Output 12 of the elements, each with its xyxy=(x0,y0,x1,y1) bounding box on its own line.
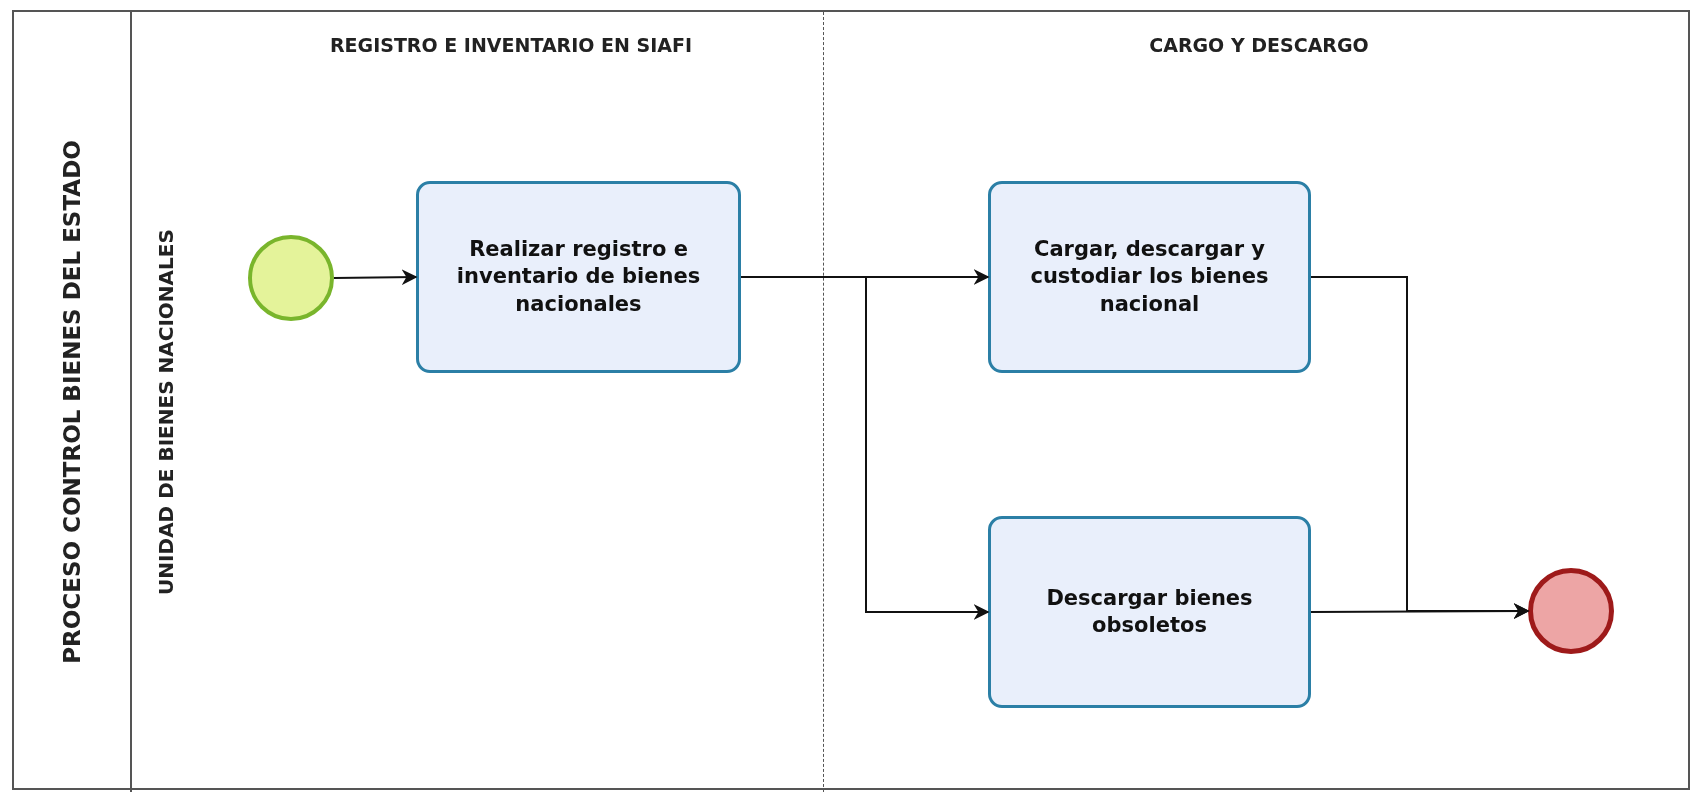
sequence-flow-arrow xyxy=(1310,603,1530,620)
sequence-flow-arrow xyxy=(333,269,418,286)
task-box xyxy=(416,181,741,373)
task-box xyxy=(988,516,1311,708)
lane-label: UNIDAD DE BIENES NACIONALES xyxy=(153,228,179,597)
task-label: Realizar registro e inventario de bienes nacionales xyxy=(455,236,702,318)
pool-label: PROCESO CONTROL BIENES DEL ESTADO xyxy=(58,139,86,666)
phase-header: CARGO Y DESCARGO xyxy=(1148,34,1370,56)
task-label: Descargar bienes obsoletos xyxy=(1045,584,1254,639)
task-box xyxy=(988,181,1311,373)
task-label: Cargar, descargar y custodiar los bienes nacional xyxy=(1029,236,1270,318)
phase-header: REGISTRO E INVENTARIO EN SIAFI xyxy=(328,34,694,56)
